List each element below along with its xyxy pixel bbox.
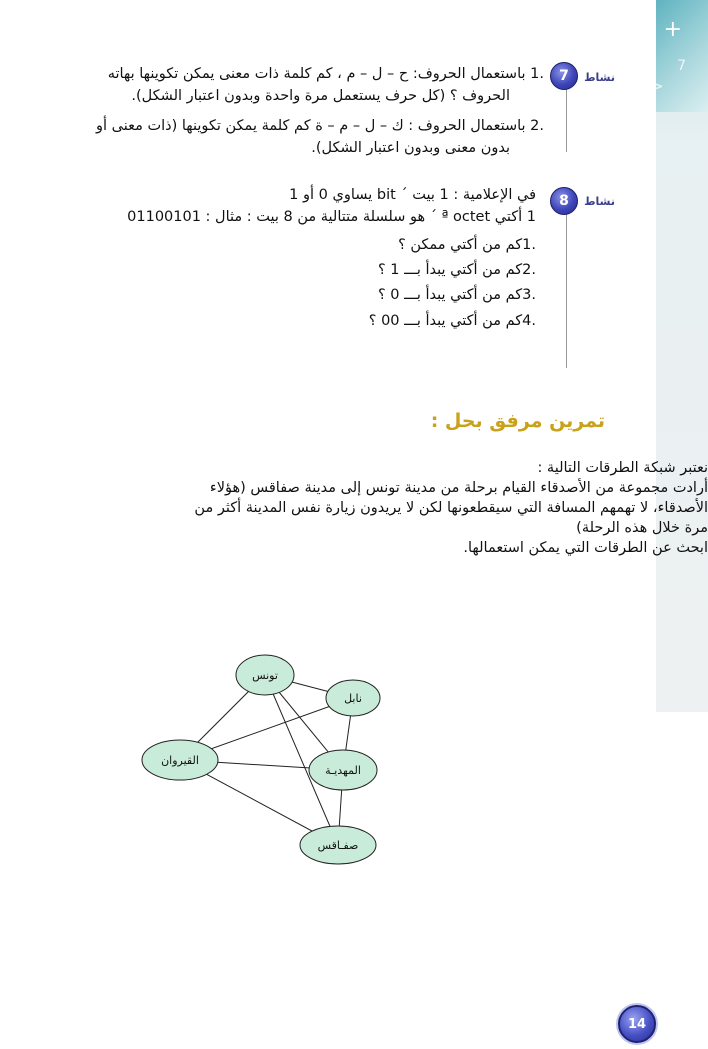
activity8-line-5: .3كم من أكتي يبدأ بـــ 0 ؟ (377, 287, 536, 303)
city-label-nabeul: نابل (344, 692, 362, 705)
page-number-badge: 14 (618, 1005, 656, 1043)
activity7-number-badge: 7 (550, 62, 578, 90)
activity8-line-1: في الإعلامية : 1 بيت ´ bit يساوي 0 أو 1 (289, 187, 536, 203)
corner-decoration: + 7 < (656, 0, 708, 112)
city-label-mahdia: المهديـة (325, 764, 361, 777)
activity7-line-4: بدون معنى وبدون اعتبار الشكل). (311, 140, 510, 156)
svg-text:7: 7 (677, 58, 686, 74)
activity8-line-6: .4كم من أكتي يبدأ بـــ 00 ؟ (368, 313, 536, 329)
road-tunis-sfax (264, 674, 339, 846)
exercise-line-4: مرة خلال هذه الرحلة) (576, 520, 708, 536)
activity8-number-badge: 8 (550, 187, 578, 215)
city-node-tunis: تونس (235, 654, 295, 696)
activity8-guide-line (566, 210, 567, 368)
city-node-sfax: صفـاقس (299, 825, 377, 865)
activity8-line-4: .2كم من أكتي يبدأ بـــ 1 ؟ (377, 262, 536, 278)
city-node-kairouan: القيروان (141, 739, 219, 781)
exercise-line-1: نعتبر شبكة الطرقات التالية : (537, 460, 708, 476)
activity7-guide-line (566, 86, 567, 152)
side-strip (656, 0, 708, 712)
city-label-sfax: صفـاقس (318, 839, 359, 852)
svg-text:+: + (664, 17, 682, 42)
city-node-nabeul: نابل (325, 679, 381, 717)
activity7-line-2: الحروف ؟ (كل حرف يستعمل مرة واحدة وبدون … (131, 88, 510, 104)
activity7-label: نشاط (584, 71, 615, 84)
city-node-mahdia: المهديـة (308, 749, 378, 791)
city-label-kairouan: القيروان (161, 754, 199, 767)
activity8-line-2: 1 أكتي ª octet ´ هو سلسلة متتالية من 8 ب… (127, 209, 536, 225)
math-symbols-icon: + 7 < (656, 17, 686, 97)
exercise-line-3: الأصدقاء، لا تهمهم المسافة التي سيقطعونه… (194, 500, 708, 516)
city-label-tunis: تونس (252, 669, 278, 682)
exercise-heading: تمرين مرفق بحل : (430, 410, 605, 432)
road-network-graph: تونس نابل القيروان المهديـة صفـاقس (141, 654, 381, 865)
activity8-line-3: .1كم من أكتي ممكن ؟ (398, 237, 536, 253)
exercise-line-5: ابحث عن الطرقات التي يمكن استعمالها. (463, 540, 708, 556)
svg-text:<: < (656, 76, 664, 97)
exercise-line-2: أرادت مجموعة من الأصدقاء القيام برحلة من… (209, 480, 708, 496)
activity7-line-1: .1 باستعمال الحروف: ح – ل – م ، كم كلمة … (107, 66, 544, 82)
activity7-line-3: .2 باستعمال الحروف : ك – ل – م – ة كم كل… (95, 118, 544, 134)
activity8-label: نشاط (584, 195, 615, 208)
